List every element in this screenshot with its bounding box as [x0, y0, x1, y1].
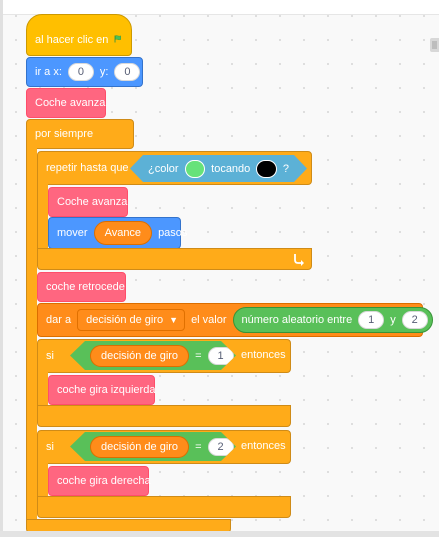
when-flag-clicked-block[interactable]: al hacer clic en	[26, 14, 132, 56]
equals-condition-2[interactable]: decisión de giro = 2	[70, 432, 236, 461]
coche-avanza-label: Coche avanza	[35, 97, 106, 109]
green-flag-icon	[114, 35, 122, 43]
hat-label: al hacer clic en	[35, 34, 109, 46]
coche-gira-izquierda-block[interactable]: coche gira izquierda	[48, 375, 155, 405]
equals-condition-1[interactable]: decisión de giro = 1	[70, 341, 236, 370]
if-2-foot	[37, 496, 291, 518]
random-label: número aleatorio entre	[241, 314, 353, 326]
if-2-arm	[37, 463, 48, 498]
zoom-tab-icon[interactable]	[430, 38, 439, 52]
condition-prefix: ¿color	[148, 162, 179, 175]
set-mid-label: el valor	[191, 314, 227, 326]
move-suffix: pasos	[158, 227, 188, 239]
repeat-until-label: repetir hasta que	[46, 162, 129, 174]
color-swatch-green[interactable]	[185, 160, 206, 178]
variable-dropdown-label: decisión de giro	[86, 314, 164, 326]
variable-dropdown[interactable]: decisión de giro ▼	[77, 309, 186, 331]
go-to-xy-block[interactable]: ir a x: 0 y: 0	[26, 57, 143, 87]
equals-operator-2: =	[195, 440, 202, 453]
coche-retrocede-label: coche retrocede	[46, 281, 125, 293]
workspace-top-strip	[0, 0, 439, 15]
move-steps-block[interactable]: mover Avance pasos	[48, 217, 187, 249]
random-and-label: y	[390, 314, 396, 326]
goto-y-label: y:	[99, 66, 109, 78]
set-variable-block[interactable]: dar a decisión de giro ▼ el valor número…	[37, 303, 433, 337]
if-1-foot	[37, 405, 291, 427]
forever-block[interactable]: por siempre	[26, 119, 134, 149]
set-label: dar a	[46, 314, 72, 326]
workspace-left-edge	[0, 0, 3, 537]
horizontal-scrollbar[interactable]	[0, 531, 439, 537]
dropdown-arrow-icon: ▼	[169, 314, 179, 325]
touching-color-condition[interactable]: ¿color tocando ?	[130, 155, 307, 182]
condition-middle: tocando	[211, 162, 251, 175]
if-1-arm	[37, 372, 48, 407]
if-1-label: si	[46, 350, 54, 362]
equals-value-2[interactable]: 2	[208, 438, 234, 456]
random-from-input[interactable]: 1	[358, 311, 385, 329]
move-label: mover	[57, 227, 88, 239]
coche-avanza-block[interactable]: Coche avanza	[26, 88, 106, 118]
random-number-reporter[interactable]: número aleatorio entre 1 y 2	[232, 307, 433, 333]
equals-operator-1: =	[195, 349, 202, 362]
y-input[interactable]: 0	[114, 63, 141, 81]
condition-suffix: ?	[282, 162, 289, 175]
if-1-then-label: entonces	[241, 349, 286, 361]
repeat-until-foot	[37, 248, 312, 270]
random-to-input[interactable]: 2	[401, 311, 428, 329]
x-input[interactable]: 0	[67, 63, 94, 81]
coche-gira-derecha-block[interactable]: coche gira derecha	[48, 466, 151, 496]
repeat-until-arm	[37, 184, 48, 248]
forever-label: por siempre	[35, 128, 94, 140]
goto-label: ir a x:	[35, 66, 62, 78]
inner-coche-avanza-label: Coche avanza	[57, 196, 128, 208]
loop-arrow-icon	[294, 254, 304, 266]
color-swatch-black[interactable]	[256, 160, 277, 178]
coche-retrocede-block[interactable]: coche retrocede	[37, 272, 126, 302]
decision-variable-2[interactable]: decisión de giro	[90, 436, 189, 458]
equals-value-1[interactable]: 1	[208, 347, 234, 365]
forever-arm	[26, 148, 37, 523]
turn-left-label: coche gira izquierda	[57, 384, 156, 396]
if-2-then-label: entonces	[241, 440, 286, 452]
inner-coche-avanza-block[interactable]: Coche avanza	[48, 187, 128, 217]
avance-variable[interactable]: Avance	[93, 221, 153, 245]
if-2-label: si	[46, 441, 54, 453]
decision-variable-1[interactable]: decisión de giro	[90, 345, 189, 367]
turn-right-label: coche gira derecha	[57, 475, 151, 487]
